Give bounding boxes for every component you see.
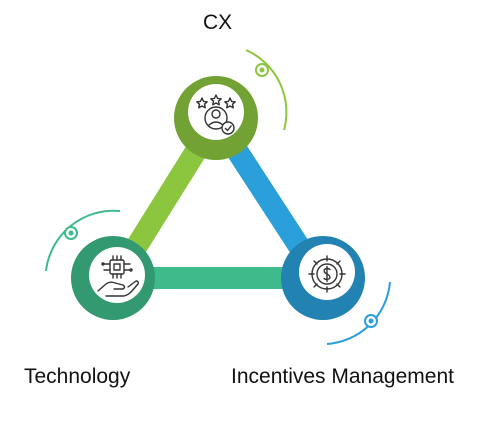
label-cx: CX [203, 11, 233, 34]
link-top-left [117, 129, 214, 271]
hand-chip-icon [97, 255, 139, 297]
customer-rating-icon [196, 94, 236, 135]
label-technology: Technology [24, 365, 131, 388]
orbit-arc-left [45, 209, 121, 272]
dollar-target-icon [308, 255, 346, 293]
label-incentives-management: Incentives Management [231, 365, 454, 388]
orbit-arc-right [326, 281, 391, 345]
orbit-arc-top [245, 49, 288, 131]
link-top-right [219, 129, 319, 271]
